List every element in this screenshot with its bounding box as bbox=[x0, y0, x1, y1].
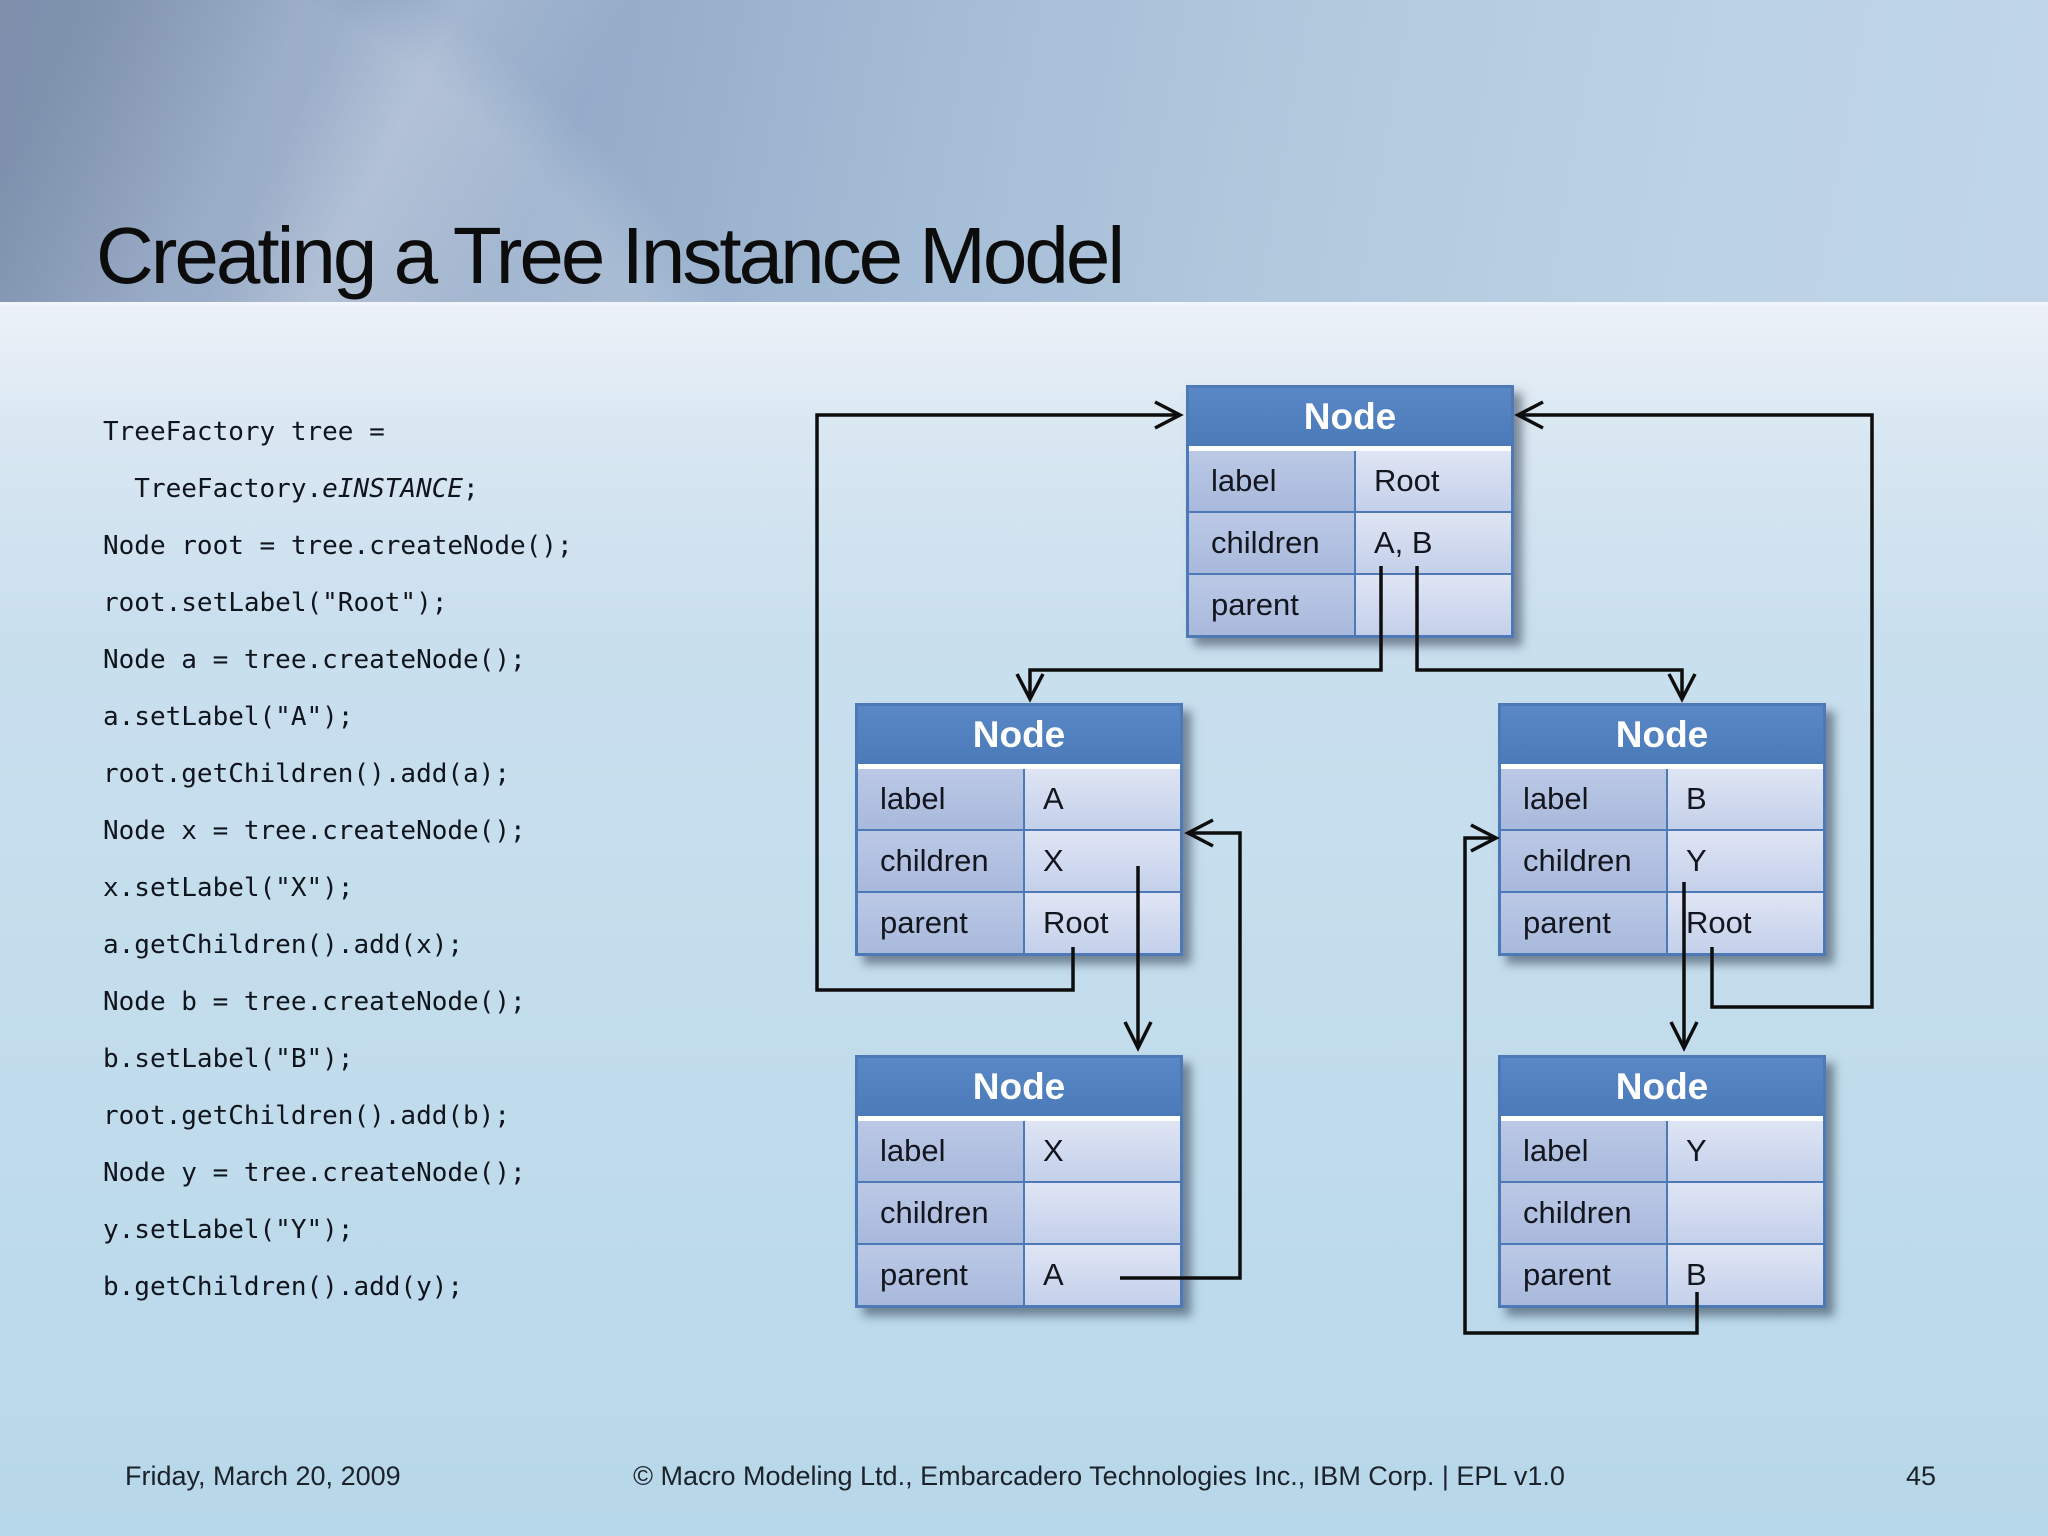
table-row: parent A bbox=[858, 1245, 1180, 1305]
field-name-cell: parent bbox=[1501, 1245, 1666, 1305]
field-name-cell: children bbox=[1189, 513, 1354, 573]
code-line: b.setLabel("B"); bbox=[103, 1044, 354, 1074]
field-name-cell: label bbox=[858, 769, 1023, 829]
code-line: x.setLabel("X"); bbox=[103, 873, 354, 903]
table-row: children bbox=[858, 1183, 1180, 1243]
code-line: Node x = tree.createNode(); bbox=[103, 816, 526, 846]
field-name-cell: label bbox=[1189, 451, 1354, 511]
field-value-cell: B bbox=[1668, 769, 1823, 829]
field-value-cell: X bbox=[1025, 831, 1180, 891]
node-table-title: Node bbox=[1189, 388, 1511, 446]
header-separator bbox=[1189, 446, 1511, 451]
arrowhead-right-icon bbox=[1470, 823, 1500, 853]
node-table-title: Node bbox=[858, 706, 1180, 764]
code-line: root.setLabel("Root"); bbox=[103, 588, 448, 618]
table-row: children bbox=[1501, 1183, 1823, 1243]
table-row: parent B bbox=[1501, 1245, 1823, 1305]
arrowhead-left-icon bbox=[1184, 818, 1214, 848]
node-table-b: Node label B children Y parent Root bbox=[1498, 703, 1826, 956]
arrowhead-left-icon bbox=[1514, 400, 1544, 430]
table-row: parent Root bbox=[1501, 893, 1823, 953]
field-value-cell: Root bbox=[1356, 451, 1511, 511]
field-value-cell bbox=[1025, 1183, 1180, 1243]
field-value-cell: X bbox=[1025, 1121, 1180, 1181]
arrowhead-down-icon bbox=[1669, 1021, 1699, 1052]
table-row: label B bbox=[1501, 769, 1823, 829]
table-row: label Root bbox=[1189, 451, 1511, 511]
code-line: Node y = tree.createNode(); bbox=[103, 1158, 526, 1188]
field-value-cell: B bbox=[1668, 1245, 1823, 1305]
field-name-cell: parent bbox=[858, 1245, 1023, 1305]
field-name-cell: children bbox=[858, 831, 1023, 891]
field-value-cell: A bbox=[1025, 1245, 1180, 1305]
table-row: children X bbox=[858, 831, 1180, 891]
code-line: b.getChildren().add(y); bbox=[103, 1272, 464, 1302]
arrowhead-right-icon bbox=[1154, 400, 1184, 430]
node-table-y: Node label Y children parent B bbox=[1498, 1055, 1826, 1308]
field-value-cell: A, B bbox=[1356, 513, 1511, 573]
field-value-cell bbox=[1668, 1183, 1823, 1243]
page-title: Creating a Tree Instance Model bbox=[96, 211, 1125, 300]
node-table-title: Node bbox=[1501, 1058, 1823, 1116]
field-name-cell: label bbox=[1501, 1121, 1666, 1181]
code-line: a.getChildren().add(x); bbox=[103, 930, 464, 960]
table-row: children Y bbox=[1501, 831, 1823, 891]
field-name-cell: label bbox=[858, 1121, 1023, 1181]
node-table-root: Node label Root children A, B parent bbox=[1186, 385, 1514, 638]
node-table-x: Node label X children parent A bbox=[855, 1055, 1183, 1308]
table-row: label Y bbox=[1501, 1121, 1823, 1181]
code-line: y.setLabel("Y"); bbox=[103, 1215, 354, 1245]
code-line: root.getChildren().add(b); bbox=[103, 1101, 510, 1131]
arrowhead-down-icon bbox=[1667, 673, 1697, 703]
arrowhead-down-icon bbox=[1015, 673, 1045, 703]
node-table-title: Node bbox=[1501, 706, 1823, 764]
field-name-cell: parent bbox=[1189, 575, 1354, 635]
field-value-cell: Root bbox=[1025, 893, 1180, 953]
code-line: TreeFactory tree = bbox=[103, 417, 385, 447]
field-name-cell: children bbox=[1501, 1183, 1666, 1243]
footer-date: Friday, March 20, 2009 bbox=[125, 1461, 401, 1491]
code-line: root.getChildren().add(a); bbox=[103, 759, 510, 789]
field-value-cell: A bbox=[1025, 769, 1180, 829]
field-name-cell: label bbox=[1501, 769, 1666, 829]
table-row: label X bbox=[858, 1121, 1180, 1181]
decorative-top-band bbox=[0, 0, 2048, 305]
field-name-cell: parent bbox=[858, 893, 1023, 953]
field-name-cell: parent bbox=[1501, 893, 1666, 953]
code-line: a.setLabel("A"); bbox=[103, 702, 354, 732]
field-value-cell: Root bbox=[1668, 893, 1823, 953]
footer-page-number: 45 bbox=[1906, 1461, 1937, 1491]
code-block: TreeFactory tree = TreeFactory.eINSTANCE… bbox=[103, 404, 573, 1316]
code-line: Node a = tree.createNode(); bbox=[103, 645, 526, 675]
field-value-cell: Y bbox=[1668, 1121, 1823, 1181]
table-row: parent bbox=[1189, 575, 1511, 635]
code-line: TreeFactory.eINSTANCE; bbox=[103, 474, 479, 504]
field-name-cell: children bbox=[858, 1183, 1023, 1243]
node-table-a: Node label A children X parent Root bbox=[855, 703, 1183, 956]
code-line: Node root = tree.createNode(); bbox=[103, 531, 573, 561]
field-name-cell: children bbox=[1501, 831, 1666, 891]
table-row: label A bbox=[858, 769, 1180, 829]
header-separator bbox=[858, 1116, 1180, 1121]
code-line: Node b = tree.createNode(); bbox=[103, 987, 526, 1017]
field-value-cell bbox=[1356, 575, 1511, 635]
node-table-title: Node bbox=[858, 1058, 1180, 1116]
footer-copyright: © Macro Modeling Ltd., Embarcadero Techn… bbox=[633, 1461, 1565, 1491]
field-value-cell: Y bbox=[1668, 831, 1823, 891]
table-row: children A, B bbox=[1189, 513, 1511, 573]
arrowhead-down-icon bbox=[1123, 1021, 1153, 1052]
table-row: parent Root bbox=[858, 893, 1180, 953]
